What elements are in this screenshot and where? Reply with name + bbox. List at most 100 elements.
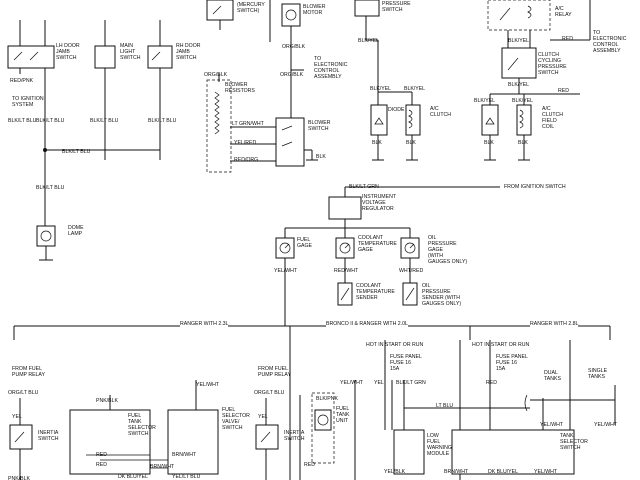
label-red-5: RED [304, 462, 315, 468]
label-blk-yel-5: BLK/YEL [508, 82, 530, 88]
label-coolant-gage: COOLANT TEMPERATURE GAGE [358, 235, 397, 253]
label-single-tanks: SINGLE TANKS [588, 368, 608, 380]
label-red-pnk: RED/PNK [10, 78, 34, 84]
label-red-4: RED [96, 462, 107, 468]
label-rh-door: RH DOOR JAMB SWITCH [176, 43, 201, 61]
label-pressure-switch: PRESSURE SWITCH [382, 1, 411, 13]
label-blower-motor: BLOWER MOTOR [303, 4, 326, 16]
label-blk-1: BLK [372, 140, 382, 146]
label-yel-wht-5: YEL/WHT [594, 422, 618, 428]
label-blk-yel-6: BLK/YEL [474, 98, 496, 104]
label-blk-lt-blu-1: BLK/LT BLU [8, 118, 37, 124]
label-ac-clutch-field: A/C CLUTCH FIELD COIL [542, 106, 564, 130]
label-main-light: MAIN LIGHT SWITCH [120, 43, 141, 61]
label-to-ecu-1: TO ELECTRONIC CONTROL ASSEMBLY [593, 30, 627, 54]
label-oil-gage: OIL PRESSURE GAGE (WITH GAUGES ONLY) [428, 235, 468, 265]
label-lt-blu: LT BLU [436, 403, 454, 409]
label-to-ignition: TO IGNITION SYSTEM [12, 96, 44, 108]
label-yel-wht-6: YEL/WHT [534, 469, 558, 475]
label-blk-yel-7: BLK/YEL [512, 98, 534, 104]
label-blk-yel-4: BLK/YEL [508, 38, 530, 44]
label-blk-lt-grn-2: BLK/LT GRN [396, 380, 426, 386]
label-brn-wht-2: BRN/WHT [444, 469, 469, 475]
label-fuel-gage: FUEL GAGE [297, 237, 312, 249]
label-hot-start-run-1: HOT IN START OR RUN [366, 342, 424, 348]
inertia-switch-2 [255, 424, 279, 450]
label-blk-2: BLK [406, 140, 416, 146]
label-blk-4: BLK [518, 140, 528, 146]
label-blk-pnk: BLK/PNK [316, 396, 338, 402]
label-dk-blu-yel-2: DK BLU/YEL [488, 469, 518, 475]
label-yel-wht-4: YEL/WHT [540, 422, 564, 428]
ac-clutch-field-coil [516, 104, 532, 136]
label-org-blk-2: ORG/BLK [204, 72, 228, 78]
label-org-lt-blu-2: ORG/LT BLU [254, 390, 285, 396]
label-blk-yel-1: BLK/YEL [358, 38, 380, 44]
label-blk-lt-blu-2: BLK/LT BLU [36, 118, 65, 124]
label-lh-door: LH DOOR JAMB SWITCH [56, 43, 80, 61]
label-blk-blower: BLK [316, 154, 326, 160]
main-light-switch [94, 45, 116, 69]
label-yel-red: YEL/RED [234, 140, 257, 146]
label-bronco-20: BRONCO II & RANGER WITH 2.0L [326, 321, 408, 327]
label-yel-1: YEL [12, 414, 22, 420]
label-red-2: RED [558, 88, 569, 94]
label-fuel-tank-valve: FUEL TANK SELECTOR SWITCH [128, 413, 156, 437]
label-wht-red: WHT/RED [399, 268, 424, 274]
label-blk-lt-grn: BLK/LT GRN [349, 184, 379, 190]
label-blk-yel-2: BLK/YEL [370, 86, 392, 92]
label-fuse-panel-2: FUSE PANEL FUSE 16 15A [496, 354, 528, 372]
label-ivr: INSTRUMENT VOLTAGE REGULATOR [362, 194, 397, 212]
label-fuel-selector-valve: FUEL SELECTOR VALVE/ SWITCH [222, 407, 250, 431]
label-red-relay: RED [562, 36, 573, 42]
label-blk-yel-3: BLK/YEL [404, 86, 426, 92]
label-brn-wht-b: BRN/WHT [150, 464, 175, 470]
label-org-lt-blu-1: ORG/LT BLU [8, 390, 39, 396]
label-red-3: RED [96, 452, 107, 458]
label-lt-grn-wht: LT GRN/WHT [232, 121, 264, 127]
label-fuse-panel-1: FUSE PANEL FUSE 16 15A [390, 354, 422, 372]
label-yel-blk: YEL/BLK [384, 469, 406, 475]
label-mercury-switch: (MERCURY SWITCH) [237, 2, 265, 14]
label-blower-switch: BLOWER SWITCH [308, 120, 331, 132]
label-blk-lt-blu-3: BLK/LT BLU [90, 118, 119, 124]
label-tank-selector: TANK SELECTOR SWITCH [560, 433, 588, 451]
label-from-ignition: FROM IGNITION SWITCH [504, 184, 566, 190]
mercury-switch [206, 0, 234, 21]
label-yel-3: YEL [374, 380, 384, 386]
label-low-fuel: LOW FUEL WARNING MODULE [427, 433, 452, 457]
instrument-voltage-regulator [328, 196, 362, 220]
label-red-org: RED/ORG [234, 157, 259, 163]
label-dual-tanks: DUAL TANKS [544, 370, 561, 382]
label-oil-sender: OIL PRESSURE SENDER (WITH GAUGES ONLY) [422, 283, 462, 307]
label-yel-wht-2: YEL/WHT [196, 382, 220, 388]
label-hot-start-run-2: HOT IN START OR RUN [472, 342, 530, 348]
inertia-switch [9, 424, 33, 450]
label-org-blk: ORG/BLK [282, 44, 306, 50]
label-to-ecu-2: TO ELECTRONIC CONTROL ASSEMBLY [314, 56, 348, 80]
label-red-wht: RED/WHT [334, 268, 359, 274]
pressure-switch [354, 0, 380, 17]
rh-door-switch [147, 45, 173, 69]
label-yel-lt-blu: YEL/LT BLU [172, 474, 201, 480]
label-dome-lamp: DOME LAMP [68, 225, 84, 237]
label-blk-3: BLK [484, 140, 494, 146]
label-ac-relay: A/C RELAY [555, 6, 572, 18]
low-fuel-warning-module [393, 429, 425, 475]
label-brn-wht: BRN/WHT [172, 452, 197, 458]
clutch-cycling-switch [501, 47, 537, 79]
label-from-pump-relay-1: FROM FUEL PUMP RELAY [12, 366, 45, 378]
label-pnk-blk-2: PNK/BLK [96, 398, 118, 404]
dome-lamp [36, 225, 56, 247]
fuel-selector-valve [167, 409, 219, 475]
label-ranger-23: RANGER WITH 2.3L [180, 321, 229, 327]
label-inertia-2: INERTIA SWITCH [284, 430, 305, 442]
diode [370, 104, 388, 136]
ac-clutch [405, 104, 421, 136]
label-clutch-cycling: CLUTCH CYCLING PRESSURE SWITCH [538, 52, 567, 76]
label-pnk-blk-1: PNK/BLK [8, 476, 30, 480]
lh-door-switch [7, 45, 55, 69]
label-org-red: ORG/BLK [280, 72, 304, 78]
fuel-tank-selector [69, 409, 151, 475]
